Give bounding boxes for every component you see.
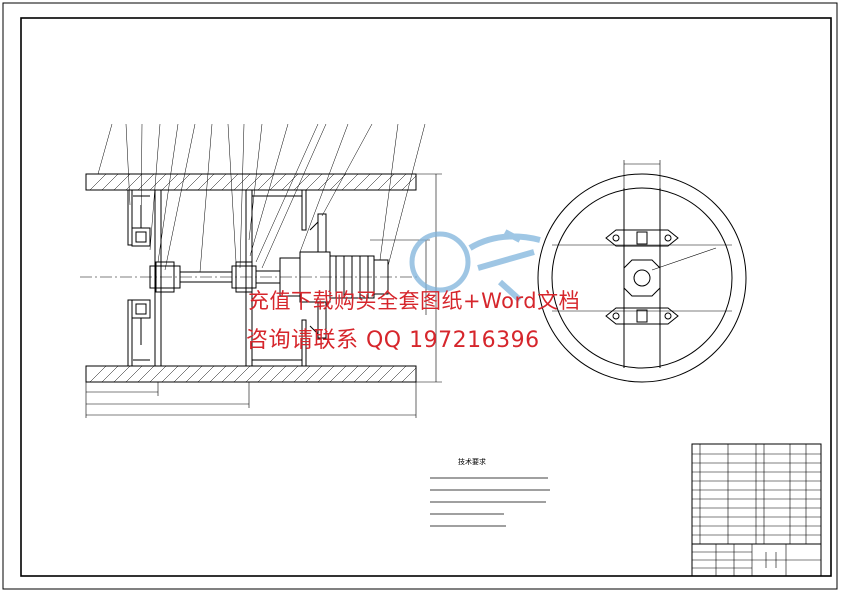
watermark-logo [409,229,541,303]
parts-list-title-block [691,443,822,577]
technical-requirements-note: 技术要求 [430,457,550,527]
watermark-line-purchase: 充值下载购买全套图纸+Word文档 [248,289,581,313]
tech-req-title: 技术要求 [458,457,486,466]
front-view [537,160,747,383]
side-section-view [80,123,442,418]
watermark-line-contact: 咨询请联系 QQ 197216396 [246,328,540,353]
